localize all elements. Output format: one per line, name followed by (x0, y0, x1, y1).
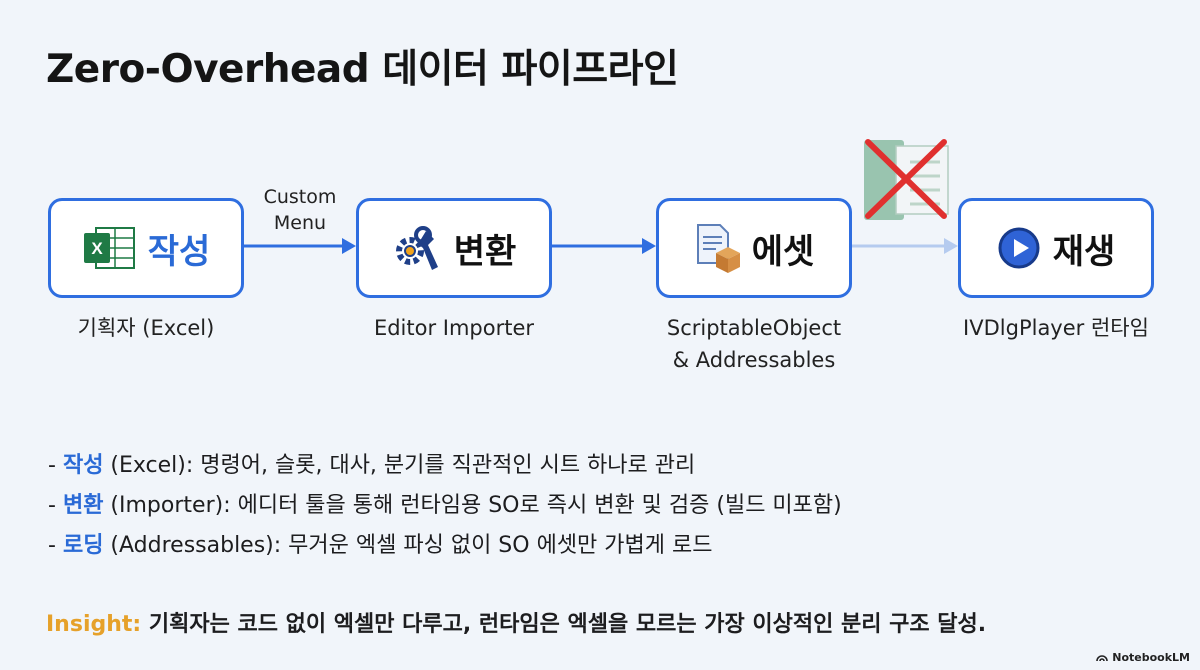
bullet-term: 작성 (62, 453, 104, 478)
custom-menu-label: Custom Menu (263, 186, 337, 234)
step-play-caption: IVDlgPlayer 런타임 (963, 316, 1149, 340)
insight-line: Insight: 기획자는 코드 없이 엑셀만 다루고, 런타임은 엑셀을 모르… (46, 606, 986, 638)
insight-tag: Insight: (46, 612, 142, 637)
bullet-compose: - 작성 (Excel): 명령어, 슬롯, 대사, 분기를 직관적인 시트 하… (48, 453, 696, 478)
step-asset-label: 에셋 (751, 231, 815, 272)
step-compose-label: 작성 (147, 231, 211, 272)
step-compose: X 작성 (48, 198, 244, 298)
bullet-term: 변환 (62, 493, 104, 518)
play-icon (997, 226, 1041, 270)
step-convert-caption: Editor Importer (373, 316, 535, 340)
insight-text: 기획자는 코드 없이 엑셀만 다루고, 런타임은 엑셀을 모르는 가장 이상적인… (141, 612, 987, 637)
step-convert-label: 변환 (453, 231, 517, 272)
bullet-term: 로딩 (62, 533, 104, 558)
excel-icon: X (82, 225, 136, 271)
step-asset-caption: ScriptableObject & Addressables (666, 316, 842, 372)
cross-mark-icon (865, 139, 947, 219)
step-play: 재생 (958, 198, 1154, 298)
arrow-convert-to-asset (552, 238, 656, 254)
step-compose-caption: 기획자 (Excel) (77, 316, 215, 340)
step-asset: 에셋 (656, 198, 852, 298)
arrow-asset-to-play (852, 238, 958, 254)
bullet-convert: - 변환 (Importer): 에디터 툴을 통해 런타임용 SO로 즉시 변… (48, 493, 842, 518)
step-play-label: 재생 (1052, 231, 1116, 272)
notebook-logo-icon (1096, 653, 1109, 662)
brand-watermark: NotebookLM (1096, 651, 1190, 664)
svg-text:X: X (91, 239, 103, 258)
step-convert: 변환 (356, 198, 552, 298)
page-title: Zero-Overhead 데이터 파이프라인 (46, 47, 679, 92)
arrow-compose-to-convert (244, 238, 356, 254)
bullet-list: - 작성 (Excel): 명령어, 슬롯, 대사, 분기를 직관적인 시트 하… (48, 446, 842, 566)
document-box-icon (694, 223, 740, 273)
bullet-loading: - 로딩 (Addressables): 무거운 엑셀 파싱 없이 SO 에셋만… (48, 533, 713, 558)
gears-wrench-icon (392, 223, 442, 273)
